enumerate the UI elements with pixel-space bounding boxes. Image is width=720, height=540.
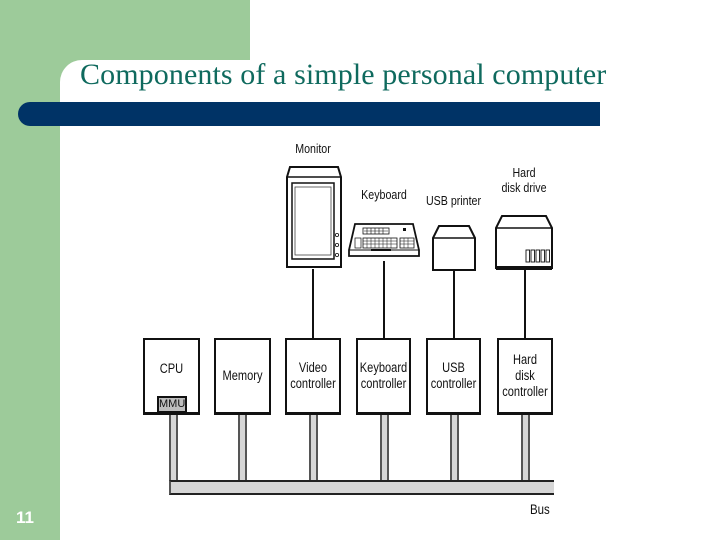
slide-number: 11: [16, 508, 34, 527]
memory-box: Memory: [214, 338, 271, 415]
video-controller-label: Video controller: [283, 360, 342, 392]
content-area: [60, 60, 720, 540]
background-top-right: [250, 0, 720, 60]
keyboard-controller-line2: controller: [360, 376, 407, 391]
usb-controller-line2: controller: [430, 376, 477, 391]
hard-disk-drive-icon: [495, 215, 553, 270]
usb-printer-label: USB printer: [425, 193, 482, 208]
monitor-to-video-line: [312, 269, 314, 339]
disk-to-controller-line: [524, 270, 526, 339]
keyboard-icon: [348, 223, 420, 257]
usb-controller-line1: USB: [442, 360, 465, 375]
mmu-label: MMU: [157, 396, 187, 413]
sidebar-green-top: [0, 0, 250, 60]
printer-to-usb-line: [453, 271, 455, 339]
hard-disk-controller-line3: controller: [502, 384, 548, 399]
hard-disk-controller-box: Hard disk controller: [497, 338, 553, 415]
cpu-box: CPU MMU: [143, 338, 200, 415]
video-bus-stub: [309, 415, 318, 482]
memory-bus-stub: [238, 415, 247, 482]
cpu-bus-stub: [169, 415, 178, 482]
memory-label: Memory: [222, 368, 263, 383]
slide-title: Components of a simple personal computer: [80, 58, 607, 91]
keyboard-to-controller-line: [383, 261, 385, 339]
hard-disk-drive-label-line2: disk drive: [501, 180, 547, 195]
hard-disk-controller-line1: Hard: [512, 352, 537, 367]
video-controller-line2: controller: [290, 376, 336, 391]
keyboard-label: Keyboard: [361, 187, 407, 202]
title-underline-bar: [18, 102, 600, 126]
video-controller-box: Video controller: [285, 338, 341, 415]
video-controller-line1: Video: [298, 360, 328, 375]
keyboard-bus-stub: [380, 415, 389, 482]
hard-disk-drive-label-line1: Hard: [512, 165, 536, 180]
disk-bus-stub: [521, 415, 530, 482]
monitor-icon: [286, 166, 342, 268]
hard-disk-controller-label: Hard disk controller: [495, 352, 554, 400]
system-bus: [169, 480, 554, 495]
monitor-label: Monitor: [295, 141, 331, 156]
hard-disk-controller-line2: disk: [515, 368, 535, 383]
usb-controller-box: USB controller: [426, 338, 481, 415]
usb-controller-label: USB controller: [424, 360, 482, 392]
usb-printer-icon: [432, 225, 476, 271]
bus-label: Bus: [530, 501, 550, 517]
usb-bus-stub: [450, 415, 459, 482]
keyboard-controller-label: Keyboard controller: [354, 360, 412, 392]
keyboard-controller-box: Keyboard controller: [356, 338, 411, 415]
cpu-label: CPU: [159, 360, 184, 376]
keyboard-controller-line1: Keyboard: [359, 360, 408, 375]
